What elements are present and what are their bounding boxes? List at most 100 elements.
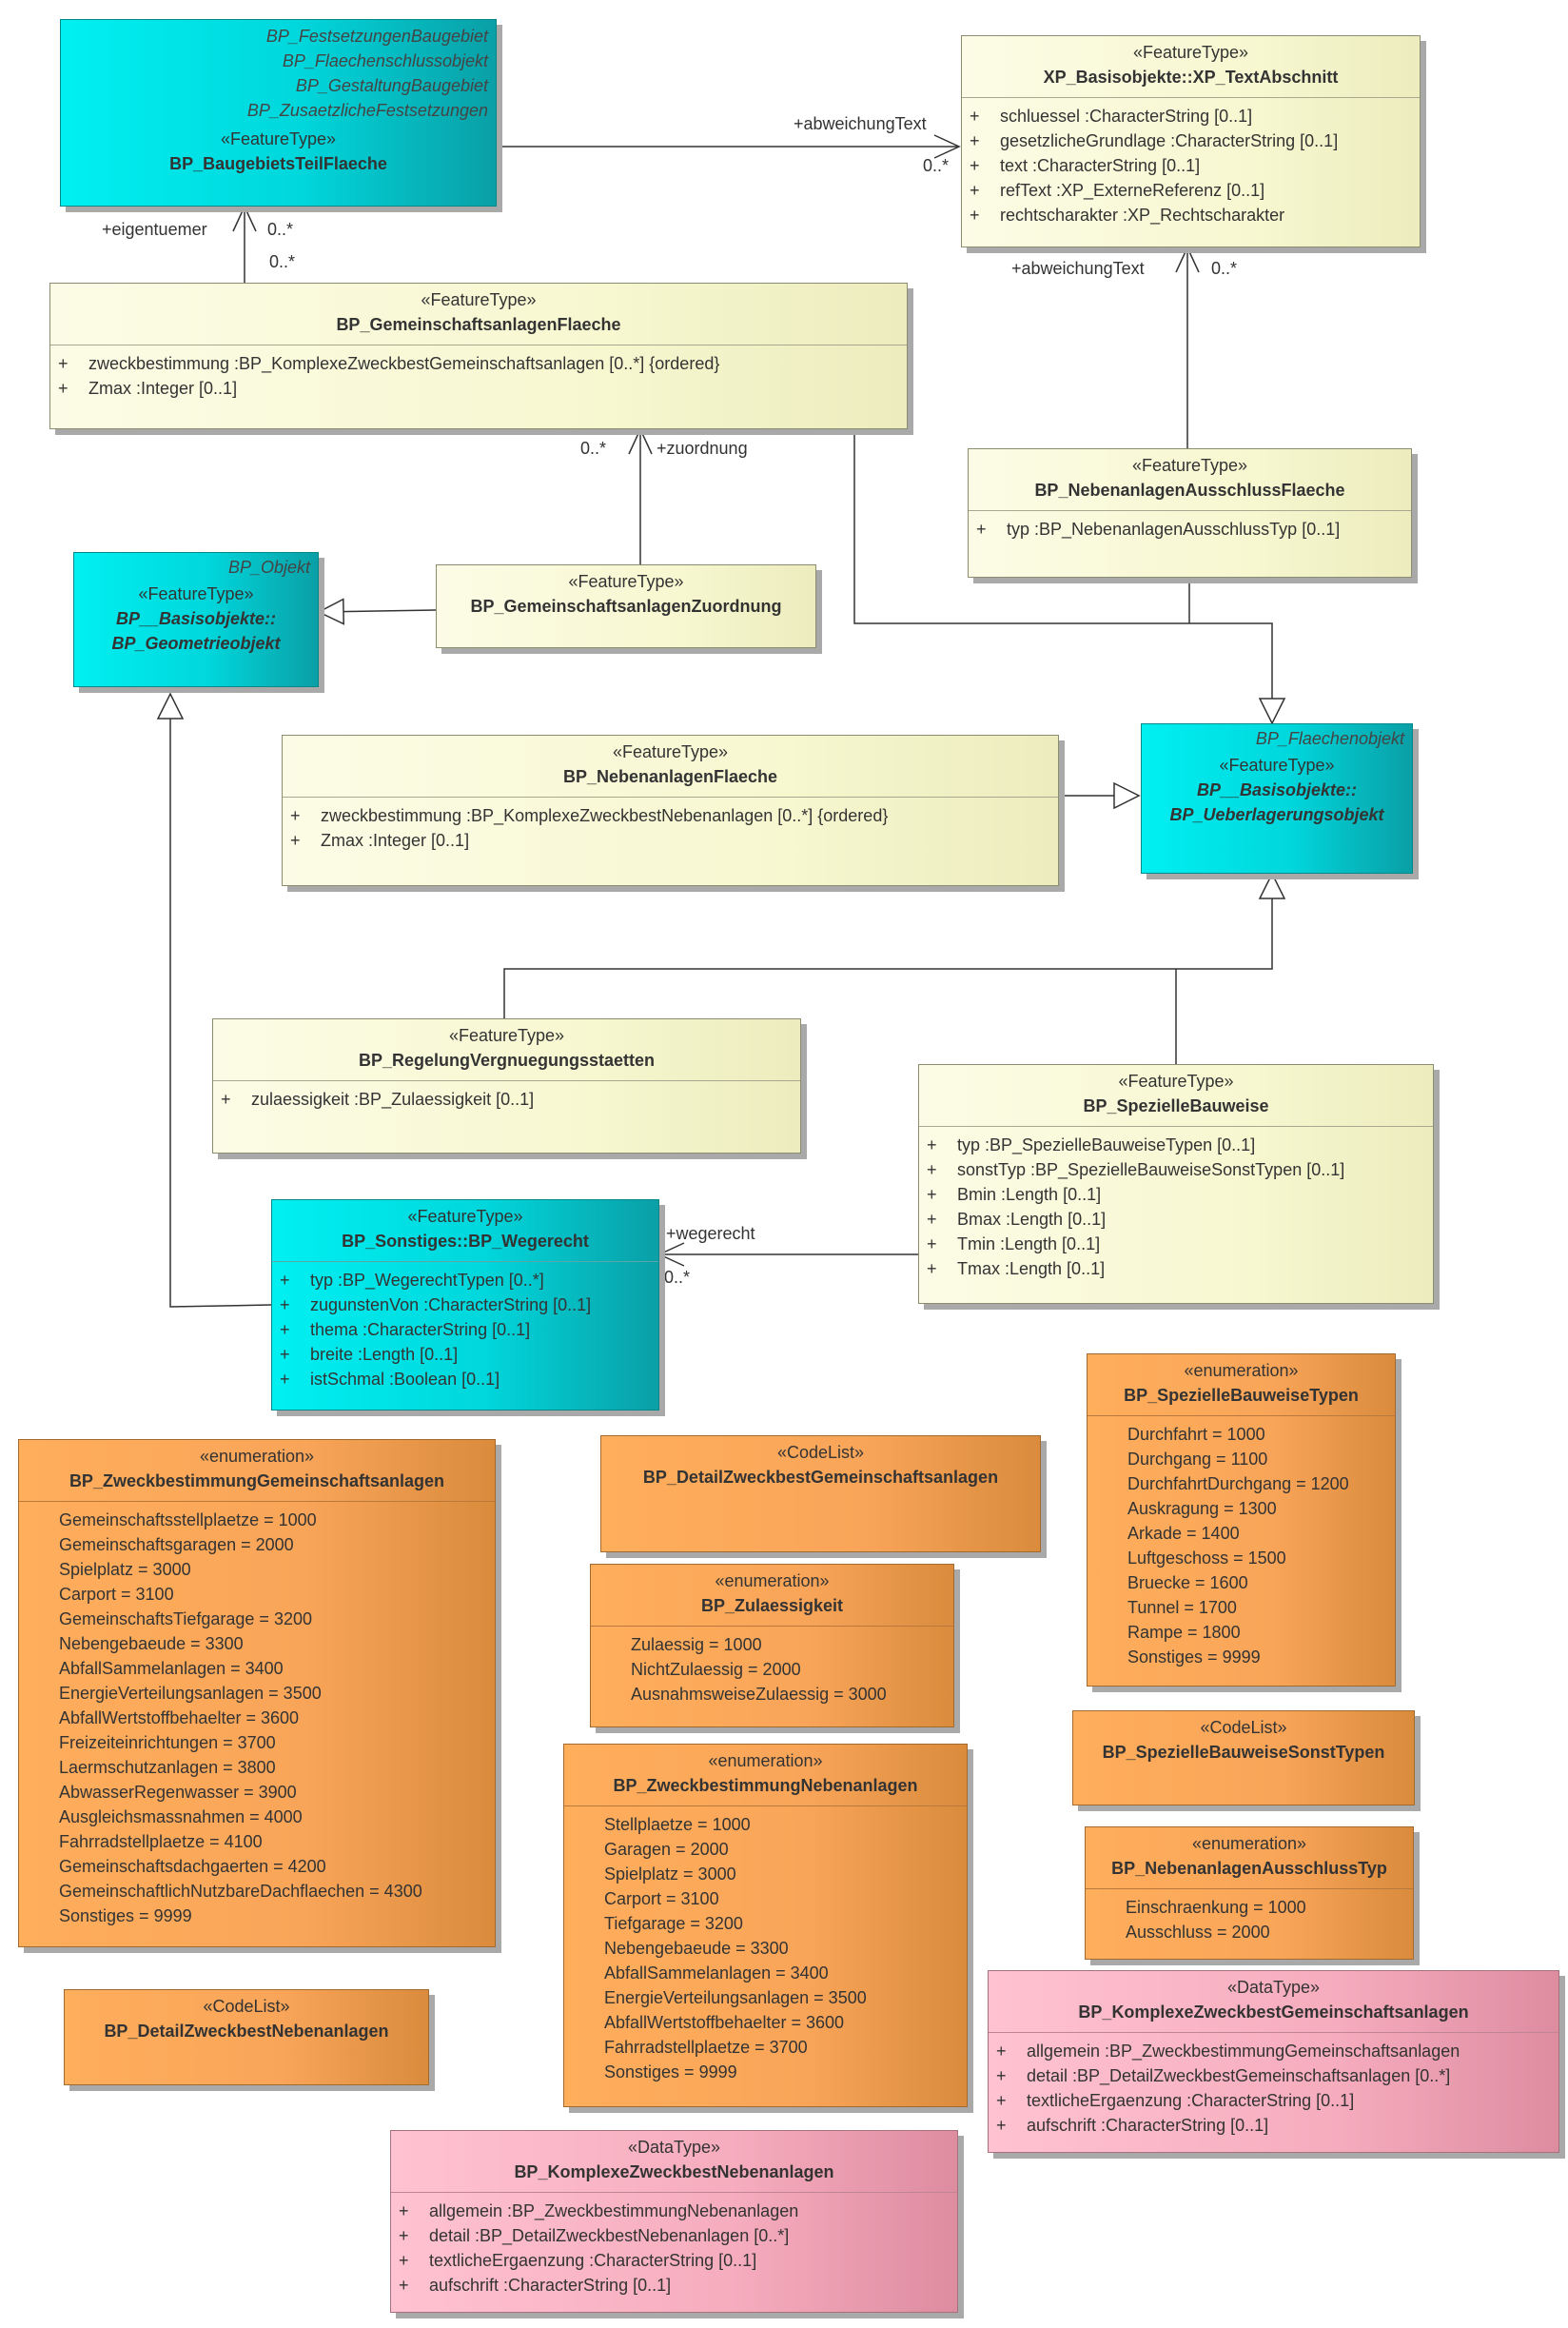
attribute-text: zweckbestimmung :BP_KomplexeZweckbestGem… bbox=[88, 354, 720, 373]
stereotype: «enumeration» bbox=[715, 1571, 830, 1590]
class-header: «FeatureType» BP__Basisobjekte:: BP_Uebe… bbox=[1142, 751, 1412, 835]
visibility-marker: + bbox=[58, 379, 69, 398]
class-header: «FeatureType» BP_RegelungVergnuegungssta… bbox=[213, 1019, 800, 1080]
attribute-text: allgemein :BP_ZweckbestimmungNebenanlage… bbox=[429, 2201, 799, 2220]
enum-literal: Gemeinschaftsstellplaetze = 1000 bbox=[59, 1510, 317, 1529]
enum-literal: Spielplatz = 3000 bbox=[59, 1560, 191, 1579]
enum-bp-nebenanlagenausschlusstyp[interactable]: «enumeration» BP_NebenanlagenAusschlussT… bbox=[1085, 1826, 1414, 1960]
class-bp-regelungvergnuegungsstaetten[interactable]: «FeatureType» BP_RegelungVergnuegungssta… bbox=[212, 1018, 801, 1154]
attribute: +thema :CharacterString [0..1] bbox=[280, 1317, 651, 1342]
class-header: «FeatureType» BP_SpezielleBauweise bbox=[919, 1065, 1433, 1126]
stereotype: «enumeration» bbox=[199, 1447, 315, 1466]
attribute-text: text :CharacterString [0..1] bbox=[1000, 156, 1201, 175]
stereotype: «enumeration» bbox=[708, 1751, 823, 1770]
class-header: «CodeList» BP_DetailZweckbestGemeinschaf… bbox=[601, 1436, 1040, 1497]
tag-value: BP_Flaechenobjekt bbox=[1255, 729, 1404, 748]
visibility-marker: + bbox=[927, 1234, 937, 1253]
visibility-marker: + bbox=[970, 107, 980, 126]
enum-literal: AusnahmsweiseZulaessig = 3000 bbox=[631, 1685, 887, 1704]
visibility-marker: + bbox=[927, 1160, 937, 1179]
class-bp-geometrieobjekt[interactable]: BP_Objekt «FeatureType» BP__Basisobjekte… bbox=[73, 552, 319, 687]
enum-bp-zweckbestimmungnebenanlagen[interactable]: «enumeration» BP_ZweckbestimmungNebenanl… bbox=[563, 1744, 968, 2107]
enum-literal: Ausgleichsmassnahmen = 4000 bbox=[59, 1807, 303, 1826]
codelist-bp-detailzweckbestnebenanlagen[interactable]: «CodeList» BP_DetailZweckbestNebenanlage… bbox=[64, 1989, 429, 2085]
enum-bp-zweckbestimmunggemeinschaftsanlagen[interactable]: «enumeration» BP_ZweckbestimmungGemeinsc… bbox=[18, 1439, 496, 1947]
class-bp-nebenanlagenausschlussflaeche[interactable]: «FeatureType» BP_NebenanlagenAusschlussF… bbox=[968, 448, 1412, 578]
codelist-bp-speziellebauweisesonsttypen[interactable]: «CodeList» BP_SpezielleBauweiseSonstType… bbox=[1072, 1710, 1415, 1805]
attribute-text: typ :BP_SpezielleBauweiseTypen [0..1] bbox=[957, 1135, 1256, 1154]
class-name: BP_DetailZweckbestNebenanlagen bbox=[104, 2022, 389, 2041]
enum-literal: AbfallWertstoffbehaelter = 3600 bbox=[59, 1708, 299, 1727]
enum-bp-speziellebauweisetypen[interactable]: «enumeration» BP_SpezielleBauweiseTypen … bbox=[1087, 1353, 1396, 1687]
class-name: BP_GemeinschaftsanlagenFlaeche bbox=[336, 315, 621, 334]
attribute: +zugunstenVon :CharacterString [0..1] bbox=[280, 1292, 651, 1317]
attribute-list: +zweckbestimmung :BP_KomplexeZweckbestNe… bbox=[283, 797, 1058, 860]
enum-literal: GemeinschaftlichNutzbareDachflaechen = 4… bbox=[59, 1882, 422, 1901]
visibility-marker: + bbox=[996, 2042, 1007, 2061]
class-name: BP_ZweckbestimmungNebenanlagen bbox=[613, 1776, 918, 1795]
attribute-text: istSchmal :Boolean [0..1] bbox=[310, 1370, 500, 1389]
stereotype: «FeatureType» bbox=[568, 572, 684, 591]
enum-literal: Sonstiges = 9999 bbox=[59, 1906, 192, 1925]
attribute: +typ :BP_NebenanlagenAusschlussTyp [0..1… bbox=[976, 517, 1403, 542]
attribute-list: +typ :BP_NebenanlagenAusschlussTyp [0..1… bbox=[969, 510, 1411, 549]
attribute-text: breite :Length [0..1] bbox=[310, 1345, 459, 1364]
attribute: +gesetzlicheGrundlage :CharacterString [… bbox=[970, 128, 1412, 153]
enum-literal: Fahrradstellplaetze = 3700 bbox=[604, 2038, 808, 2057]
role-label: +eigentuemer bbox=[102, 220, 207, 239]
attribute-text: aufschrift :CharacterString [0..1] bbox=[1027, 2116, 1269, 2135]
stereotype: «FeatureType» bbox=[407, 1207, 523, 1226]
attribute-list: +typ :BP_WegerechtTypen [0..*] +zugunste… bbox=[272, 1261, 658, 1399]
enum-literal: Nebengebaeude = 3300 bbox=[604, 1939, 789, 1958]
attribute: +zweckbestimmung :BP_KomplexeZweckbestNe… bbox=[290, 803, 1050, 828]
datatype-bp-komplexezweckbestgemeinschaftsanlagen[interactable]: «DataType» BP_KomplexeZweckbestGemeinsch… bbox=[988, 1970, 1559, 2153]
attribute-text: Bmin :Length [0..1] bbox=[957, 1185, 1102, 1204]
attribute-text: Tmax :Length [0..1] bbox=[957, 1259, 1106, 1278]
enum-bp-zulaessigkeit[interactable]: «enumeration» BP_Zulaessigkeit Zulaessig… bbox=[590, 1564, 954, 1727]
attribute: +zulaessigkeit :BP_Zulaessigkeit [0..1] bbox=[221, 1087, 793, 1112]
enum-literal: Sonstiges = 9999 bbox=[1127, 1647, 1261, 1667]
enum-literal: EnergieVerteilungsanlagen = 3500 bbox=[604, 1988, 867, 2007]
class-bp-gemeinschaftsanlagenflaeche[interactable]: «FeatureType» BP_GemeinschaftsanlagenFla… bbox=[49, 283, 908, 429]
attribute-text: textlicheErgaenzung :CharacterString [0.… bbox=[429, 2251, 757, 2270]
class-header: «FeatureType» BP_NebenanlagenAusschlussF… bbox=[969, 449, 1411, 510]
attribute: + Tmax :Length [0..1] bbox=[927, 1256, 1425, 1281]
visibility-marker: + bbox=[399, 2201, 409, 2220]
attribute-text: refText :XP_ExterneReferenz [0..1] bbox=[1000, 181, 1265, 200]
class-bp-baugebietsteilflaeche[interactable]: BP_FestsetzungenBaugebiet BP_Flaechensch… bbox=[60, 19, 497, 207]
class-name: BP_Zulaessigkeit bbox=[700, 1596, 844, 1615]
stereotype: «FeatureType» bbox=[1118, 1072, 1234, 1091]
class-xp-textabschnitt[interactable]: «FeatureType» XP_Basisobjekte::XP_TextAb… bbox=[961, 35, 1421, 247]
class-bp-nebenanlagenflaeche[interactable]: «FeatureType» BP_NebenanlagenFlaeche +zw… bbox=[282, 735, 1059, 886]
datatype-bp-komplexezweckbestnebenanlagen[interactable]: «DataType» BP_KomplexeZweckbestNebenanla… bbox=[390, 2130, 958, 2313]
attribute: +istSchmal :Boolean [0..1] bbox=[280, 1367, 651, 1391]
attribute-text: Tmin :Length [0..1] bbox=[957, 1234, 1101, 1253]
multiplicity-label: 0..* bbox=[664, 1268, 691, 1287]
class-name: BP_ZweckbestimmungGemeinschaftsanlagen bbox=[69, 1471, 445, 1490]
attribute-text: zweckbestimmung :BP_KomplexeZweckbestNeb… bbox=[321, 806, 889, 825]
visibility-marker: + bbox=[927, 1259, 937, 1278]
stereotype: «FeatureType» bbox=[1131, 456, 1248, 475]
class-bp-speziellebauweise[interactable]: «FeatureType» BP_SpezielleBauweise + typ … bbox=[918, 1064, 1434, 1304]
tagged-values: BP_Objekt bbox=[74, 553, 318, 580]
enum-literal: GemeinschaftsTiefgarage = 3200 bbox=[59, 1609, 312, 1628]
class-name: BP_NebenanlagenAusschlussTyp bbox=[1111, 1859, 1387, 1878]
enum-literal: Freizeiteinrichtungen = 3700 bbox=[59, 1733, 276, 1752]
enum-literal: DurchfahrtDurchgang = 1200 bbox=[1127, 1474, 1349, 1493]
visibility-marker: + bbox=[927, 1135, 937, 1154]
visibility-marker: + bbox=[58, 354, 69, 373]
class-bp-gemeinschaftsanlagenzuordnung[interactable]: «FeatureType» BP_GemeinschaftsanlagenZuo… bbox=[436, 564, 816, 648]
class-name: XP_Basisobjekte::XP_TextAbschnitt bbox=[1043, 68, 1339, 87]
class-bp-wegerecht[interactable]: «FeatureType» BP_Sonstiges::BP_Wegerecht… bbox=[271, 1199, 659, 1411]
visibility-marker: + bbox=[280, 1320, 290, 1339]
attribute-text: Zmax :Integer [0..1] bbox=[321, 831, 470, 850]
visibility-marker: + bbox=[996, 2091, 1007, 2110]
codelist-bp-detailzweckbestgemeinschaftsanlagen[interactable]: «CodeList» BP_DetailZweckbestGemeinschaf… bbox=[600, 1435, 1041, 1552]
enum-literal: Spielplatz = 3000 bbox=[604, 1864, 736, 1884]
visibility-marker: + bbox=[996, 2066, 1007, 2085]
attribute-text: Zmax :Integer [0..1] bbox=[88, 379, 238, 398]
class-bp-ueberlagerungsobjekt[interactable]: BP_Flaechenobjekt «FeatureType» BP__Basi… bbox=[1141, 723, 1413, 874]
enum-literal: Nebengebaeude = 3300 bbox=[59, 1634, 244, 1653]
attribute-text: textlicheErgaenzung :CharacterString [0.… bbox=[1027, 2091, 1355, 2110]
attribute: +typ :BP_WegerechtTypen [0..*] bbox=[280, 1268, 651, 1292]
